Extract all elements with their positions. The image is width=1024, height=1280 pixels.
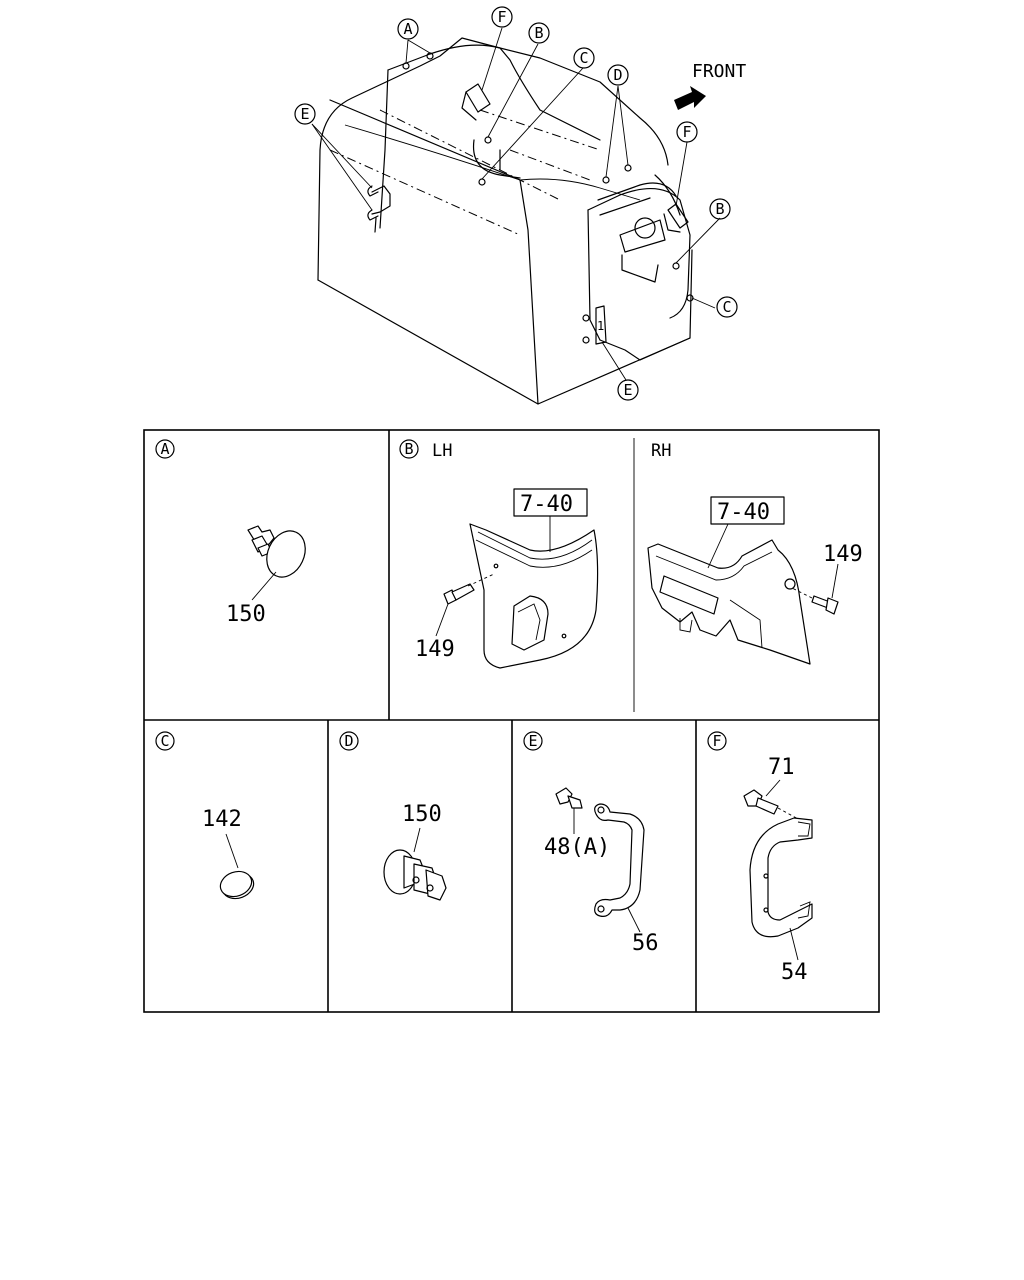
svg-text:F: F bbox=[682, 123, 691, 141]
overview-marker-b-right: B bbox=[709, 198, 731, 220]
panel-b-letter: B bbox=[404, 440, 413, 458]
side-label-lh: LH bbox=[432, 441, 452, 461]
overview-marker-f-right: F bbox=[676, 121, 698, 143]
overview-marker-d: D bbox=[607, 64, 629, 86]
panel-d-letter: D bbox=[344, 732, 353, 750]
detail-grid bbox=[143, 429, 880, 1013]
part-number-56: 56 bbox=[632, 931, 659, 956]
part-number-149-rh: 149 bbox=[823, 542, 863, 567]
grab-handle-54-drawing bbox=[749, 817, 813, 938]
grab-handle-56-drawing bbox=[594, 803, 645, 917]
panel-a-letter: A bbox=[160, 440, 169, 458]
panel-c-letter: C bbox=[160, 732, 169, 750]
svg-text:A: A bbox=[403, 20, 412, 38]
svg-text:1: 1 bbox=[597, 319, 604, 333]
part-number-149-lh: 149 bbox=[415, 637, 455, 662]
panel-f: F 71 54 bbox=[707, 731, 813, 985]
bolt-71-drawing bbox=[743, 789, 801, 821]
part-number-54: 54 bbox=[781, 960, 808, 985]
overview-marker-c-top: C bbox=[573, 47, 595, 69]
plug-part-drawing bbox=[219, 870, 255, 900]
svg-text:E: E bbox=[623, 381, 632, 399]
clip-150-d-drawing bbox=[383, 849, 447, 901]
part-number-71: 71 bbox=[768, 755, 795, 780]
overview-marker-e-bottom: E bbox=[617, 379, 639, 401]
panel-d: D 150 bbox=[339, 731, 447, 901]
panel-a: A 150 bbox=[155, 439, 306, 627]
ref-7-40-lh: 7-40 bbox=[520, 492, 573, 517]
part-number-150-d: 150 bbox=[402, 802, 442, 827]
overview-marker-c-right: C bbox=[716, 296, 738, 318]
panel-f-letter: F bbox=[712, 732, 721, 750]
svg-text:B: B bbox=[534, 24, 543, 42]
overview-marker-a: A bbox=[397, 18, 419, 40]
svg-text:F: F bbox=[497, 8, 506, 26]
overview-leaders bbox=[311, 27, 721, 381]
cab-overview-drawing: 1 bbox=[317, 37, 706, 405]
lh-trim-panel-drawing bbox=[469, 523, 599, 669]
ref-7-40-rh: 7-40 bbox=[717, 500, 770, 525]
ref-box-rh: 7-40 bbox=[707, 496, 785, 569]
overview-marker-b-top: B bbox=[528, 22, 550, 44]
bolt-48-drawing bbox=[555, 787, 583, 809]
screw-149-lh-drawing bbox=[443, 573, 495, 605]
front-label: FRONT bbox=[692, 61, 746, 82]
screw-149-rh-drawing bbox=[791, 587, 839, 615]
overview-marker-e-left: E bbox=[294, 103, 316, 125]
svg-text:E: E bbox=[300, 105, 309, 123]
ref-box-lh: 7-40 bbox=[513, 488, 588, 552]
svg-text:C: C bbox=[579, 49, 588, 67]
svg-text:C: C bbox=[722, 298, 731, 316]
svg-text:D: D bbox=[613, 66, 622, 84]
clip-part-drawing bbox=[247, 525, 306, 578]
part-number-48a: 48(A) bbox=[544, 835, 610, 860]
front-arrow-icon bbox=[674, 86, 706, 110]
panel-b: B LH RH 7-40 149 bbox=[399, 439, 863, 669]
svg-text:B: B bbox=[715, 200, 724, 218]
part-number-142: 142 bbox=[202, 807, 242, 832]
part-number-150-a: 150 bbox=[226, 602, 266, 627]
panel-e: E 48(A) 56 bbox=[523, 731, 659, 956]
side-label-rh: RH bbox=[651, 441, 671, 461]
rh-trim-panel-drawing bbox=[647, 539, 811, 665]
overview-marker-f-top: F bbox=[491, 6, 513, 28]
panel-c: C 142 bbox=[155, 731, 255, 900]
panel-e-letter: E bbox=[528, 732, 537, 750]
